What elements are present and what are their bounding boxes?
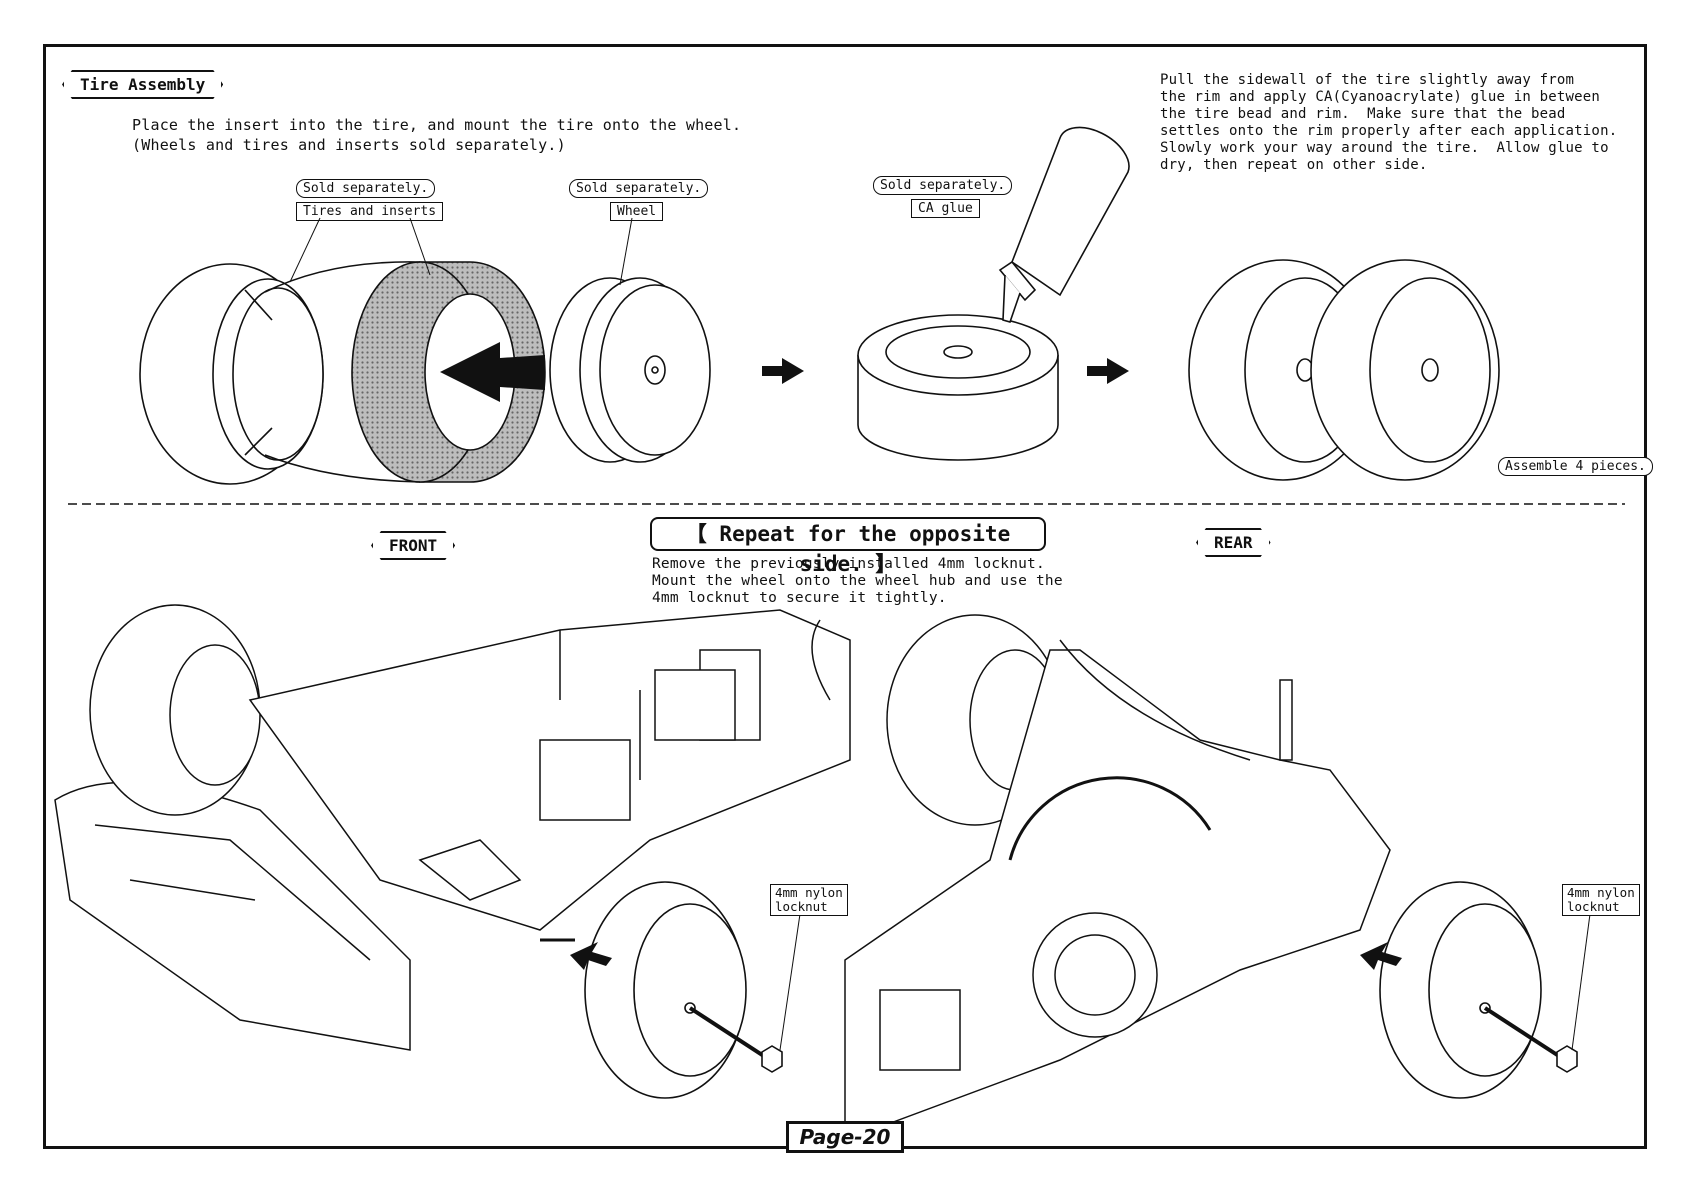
glue-line-1: Pull the sidewall of the tire slightly a… xyxy=(1160,72,1575,88)
assembled-tires-illustration xyxy=(1188,259,1500,481)
rear-wheel-illustration xyxy=(1379,881,1567,1099)
intro-line-2: (Wheels and tires and inserts sold separ… xyxy=(132,136,566,154)
page-number: Page-20 xyxy=(786,1121,904,1153)
glue-line-5: Slowly work your way around the tire. Al… xyxy=(1160,140,1609,156)
repeat-banner: 【 Repeat for the opposite side. 】 xyxy=(650,517,1046,576)
mount-line-2: Mount the wheel onto the wheel hub and u… xyxy=(652,573,1063,589)
tires-inserts-tag: Tires and inserts xyxy=(296,202,444,221)
wheel-tag: Wheel xyxy=(610,202,664,221)
rear-chassis-illustration xyxy=(844,614,1391,1142)
front-chassis-illustration xyxy=(54,604,851,1051)
intro-line-1: Place the insert into the tire, and moun… xyxy=(132,116,742,134)
rear-locknut-line-1: 4mm nylon xyxy=(1567,885,1635,900)
glue-line-3: the tire bead and rim. Make sure that th… xyxy=(1160,106,1566,122)
sold-separately-tag-wheel: Sold separately. xyxy=(569,179,709,198)
front-locknut-tag: 4mm nylon locknut xyxy=(770,884,848,916)
rear-mount-arrow xyxy=(1360,942,1402,970)
sold-separately-tag-tires: Sold separately. xyxy=(296,179,436,198)
mount-line-3: 4mm locknut to secure it tightly. xyxy=(652,590,947,606)
rear-tag: REAR xyxy=(1196,528,1271,557)
rear-locknut-tag: 4mm nylon locknut xyxy=(1562,884,1640,916)
front-tag: FRONT xyxy=(371,531,455,560)
insert-illustration xyxy=(264,261,546,483)
mount-line-1: Remove the previously installed 4mm lock… xyxy=(652,556,1045,572)
section-title: Tire Assembly xyxy=(80,75,206,94)
rear-locknut-icon xyxy=(1556,1045,1578,1073)
glue-line-4: settles onto the rim properly after each… xyxy=(1160,123,1618,139)
step-arrow-1 xyxy=(762,358,804,384)
insert-direction-arrow xyxy=(440,342,545,402)
assemble-qty-tag: Assemble 4 pieces. xyxy=(1498,457,1653,476)
tire-illustration xyxy=(139,263,324,485)
rear-locknut-line-2: locknut xyxy=(1567,899,1620,914)
sold-separately-tag-glue: Sold separately. xyxy=(873,176,1013,195)
glue-line-6: dry, then repeat on other side. xyxy=(1160,157,1428,173)
wheel-illustration xyxy=(549,277,711,463)
glued-tire-illustration xyxy=(857,314,1059,461)
glue-bottle-illustration xyxy=(998,126,1130,323)
front-locknut-line-1: 4mm nylon xyxy=(775,885,843,900)
front-locknut-icon xyxy=(761,1045,783,1073)
front-wheel-illustration xyxy=(584,881,772,1099)
step-arrow-2 xyxy=(1087,358,1129,384)
front-locknut-line-2: locknut xyxy=(775,899,828,914)
ca-glue-tag: CA glue xyxy=(911,199,980,218)
front-mount-arrow xyxy=(570,942,612,970)
rear-label: REAR xyxy=(1214,533,1253,552)
glue-line-2: the rim and apply CA(Cyanoacrylate) glue… xyxy=(1160,89,1601,105)
front-label: FRONT xyxy=(389,536,438,555)
section-title-tag: Tire Assembly xyxy=(62,70,223,99)
